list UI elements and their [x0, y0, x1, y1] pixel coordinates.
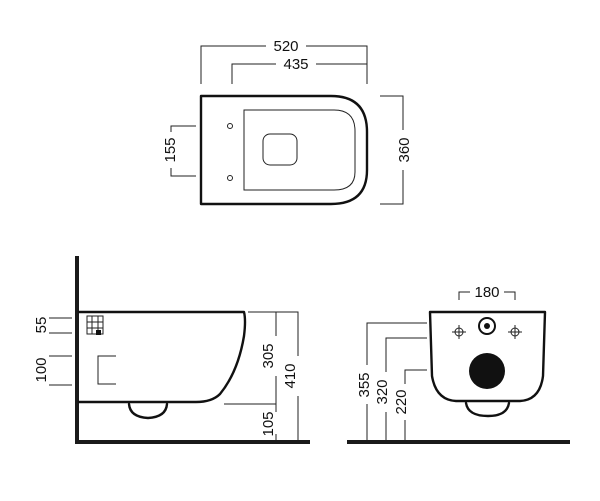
- dim-label-520: 520: [273, 38, 298, 55]
- dim-label-105: 105: [260, 411, 277, 436]
- dim-label-100: 100: [33, 357, 50, 382]
- top-view-inner-opening: [262, 133, 298, 166]
- rear-view-bolt-left: [452, 325, 466, 339]
- side-view-fixing-bracket: [86, 315, 104, 335]
- rear-view-water-inlet-outer: [478, 317, 496, 335]
- dim-label-155: 155: [162, 137, 179, 162]
- dim-line-410: [276, 311, 299, 356]
- dim-label-435: 435: [283, 56, 308, 73]
- dim-line-520: [200, 45, 266, 84]
- dim-label-355: 355: [356, 372, 373, 397]
- dim-line-180-left: [458, 291, 470, 300]
- rear-view-foot: [464, 401, 511, 418]
- top-view-fixing-hole-upper: [227, 123, 233, 129]
- dim-label-180: 180: [474, 284, 499, 301]
- top-view-bowl-outline: [199, 94, 369, 206]
- side-view-bowl-outline: [77, 310, 247, 404]
- dim-label-360: 360: [396, 137, 413, 162]
- dim-line-435: [231, 63, 276, 84]
- dim-label-410: 410: [282, 363, 299, 388]
- rear-view-bolt-right: [508, 325, 522, 339]
- rear-view: 180 355 320 220: [347, 284, 570, 444]
- dim-line-220: [404, 369, 427, 384]
- dim-line-180-right: [504, 291, 516, 300]
- dim-label-305: 305: [260, 343, 277, 368]
- rear-view-waste-outlet: [469, 353, 505, 389]
- dim-line-360-bottom: [380, 170, 404, 205]
- dim-line-155-bottom: [170, 168, 196, 177]
- dim-line-155: [170, 125, 196, 132]
- dim-label-220: 220: [393, 389, 410, 414]
- top-view: 520 435 360 155: [162, 38, 413, 206]
- dim-label-55: 55: [33, 317, 50, 334]
- top-view-fixing-hole-lower: [227, 175, 233, 181]
- dim-line-520-right: [306, 45, 368, 84]
- dim-line-320: [385, 337, 427, 372]
- dim-line-360: [380, 95, 404, 130]
- side-view: 55 100 305 410 105: [33, 256, 310, 444]
- dim-line-305: [248, 311, 277, 336]
- dim-label-320: 320: [374, 379, 391, 404]
- rear-view-body-outline: [428, 310, 547, 403]
- rear-view-water-inlet-inner: [484, 323, 490, 329]
- dim-line-355: [366, 322, 427, 365]
- side-view-foot: [127, 402, 169, 420]
- side-view-upper-fixing-marker: [97, 355, 116, 385]
- top-view-seat-opening: [243, 109, 356, 191]
